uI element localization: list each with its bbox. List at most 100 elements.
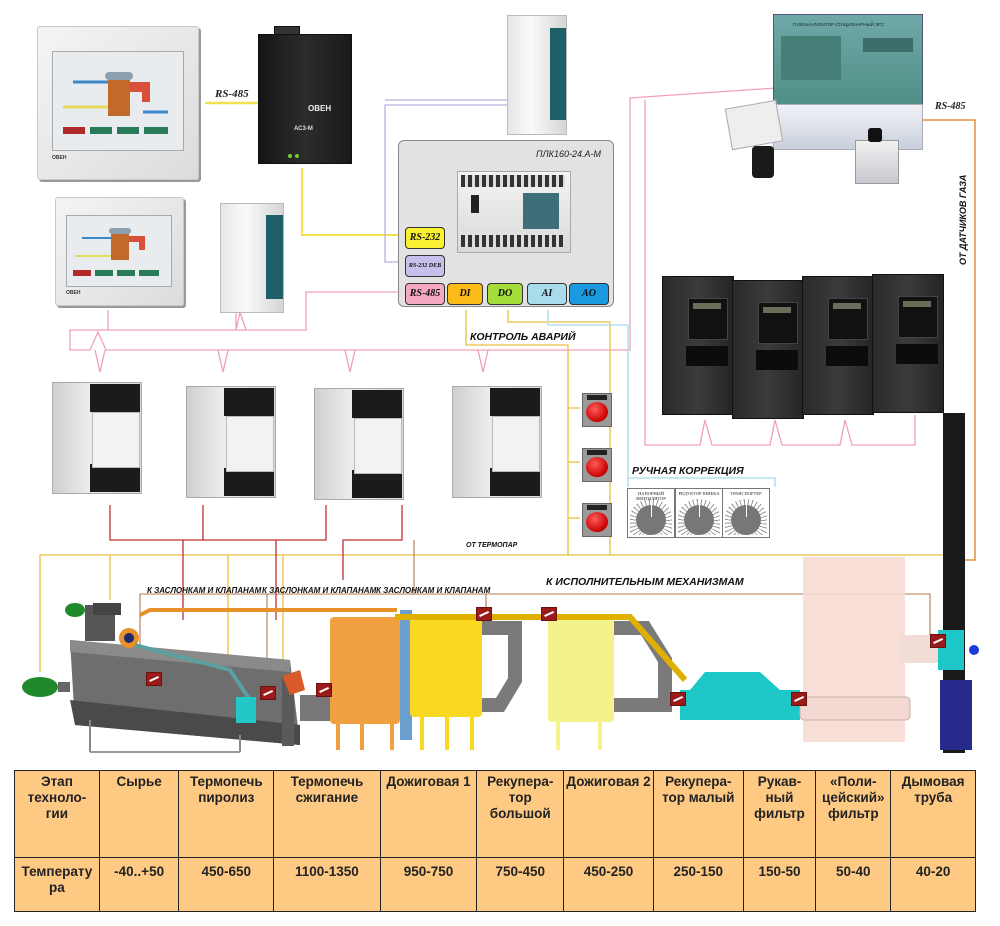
table-row: Температу ра -40..+50 450-650 1100-1350 … [14,857,976,912]
port-ao: AO [569,283,609,305]
port-rs232: RS-232 [405,227,445,249]
knob-fan-label: НАПОРНЫЙ ВЕНТИЛЯТОР [636,491,666,501]
valve-icon[interactable] [670,692,686,706]
frequency-drive-3 [802,268,874,415]
valve-icon[interactable] [791,692,807,706]
table-cell: 250-150 [652,857,744,912]
manual-correction-label: РУЧНАЯ КОРРЕКЦИЯ [632,465,744,477]
rs485-label-right: RS-485 [935,101,966,112]
table-header-cell: Рекупера-тор малый [652,770,744,858]
frequency-drive-4 [872,266,944,413]
dampers-label-3: К ЗАСЛОНКАМ И КЛАПАНАМ [376,586,491,595]
table-cell: 150-50 [742,857,817,912]
port-di: DI [447,283,483,305]
io-module-2 [186,376,276,498]
valve-icon[interactable] [260,686,276,700]
afterburner-yellow [410,617,482,717]
rs485-label-top: RS-485 [215,88,249,100]
knob-conveyor-label: ТРАНСПОРТЕР [730,491,762,496]
knob-screw-label: РЕДУКТОР ШНЕКА [678,491,720,496]
fan-icon [119,628,139,648]
table-header-cell: «Поли-цейский» фильтр [815,770,892,858]
motor-icon [22,677,58,697]
dampers-label-1: К ЗАСЛОНКАМ И КЛАПАНАМ [147,586,262,595]
valve-icon[interactable] [541,607,557,621]
valve-icon[interactable] [930,634,946,648]
plc-model-label: ПЛК160-24.А-М [535,149,601,159]
table-cell: Температу ра [14,857,100,912]
table-cell: 450-650 [178,857,275,912]
table-header-cell: Дожиговая 1 [379,770,478,858]
table-cell: -40..+50 [98,857,180,912]
afterburner-2 [548,617,614,722]
gas-sensors-label: ОТ ДАТЧИКОВ ГАЗА [958,174,968,265]
converter-model: АС3-М [294,126,313,132]
afterburner-1 [330,617,400,724]
table-header-cell: Рекупера-тор большой [476,770,565,858]
valve-icon[interactable] [316,683,332,697]
alarm-control-label: КОНТРОЛЬ АВАРИЙ [470,331,576,343]
table-cell: 50-40 [815,857,892,912]
io-module-1 [52,372,142,494]
bag-filter [803,557,905,742]
valve-icon[interactable] [146,672,162,686]
gas-analyzer-title: ГАЗОАНАЛИЗАТОР СТАЦИОНАРНЫЙ ЭГС [793,22,884,27]
table-header-cell: Термопечь пиролиз [178,770,275,858]
table-header-cell: Дымовая труба [890,770,976,858]
table-cell: 750-450 [476,857,565,912]
chimney [943,413,965,753]
table-header-cell: Этап техноло-гии [14,770,100,858]
knob-conveyor[interactable]: ТРАНСПОРТЕР [722,488,770,538]
relay-lines [109,505,403,620]
emergency-stop-button-2[interactable] [582,448,612,482]
table-cell: 1100-1350 [273,857,381,912]
converter-brand: ОВЕН [308,104,332,113]
frequency-drive-1 [662,268,734,415]
frequency-drive-2 [732,272,804,419]
gas-sensor-1 [724,99,784,151]
ac3m-converter: ОВЕН АС3-М [258,26,354,168]
gas-analyzer: ГАЗОАНАЛИЗАТОР СТАЦИОНАРНЫЙ ЭГС [773,14,923,150]
io-module-4 [452,376,542,498]
temperature-table: Этап техноло-гии Сырье Термопечь пиролиз… [14,770,976,912]
table-header-row: Этап техноло-гии Сырье Термопечь пиролиз… [14,770,976,858]
port-do: DO [487,283,523,305]
emergency-stop-button-1[interactable] [582,393,612,427]
pyrolysis-furnace [70,603,300,753]
rs232-link [301,168,403,236]
interface-module-middle [220,203,284,313]
hmi-panel-large: ОВЕН [37,26,199,180]
valve-icon[interactable] [476,607,492,621]
emergency-stop-button-3[interactable] [582,503,612,537]
table-header-cell: Рукав-ный фильтр [742,770,817,858]
gas-sensor-2 [855,140,899,184]
interface-module-top [507,15,567,135]
port-rs232-deb: RS-232 DEB [405,255,445,277]
table-cell: 40-20 [890,857,976,912]
actuator-lines [139,540,931,690]
plc-device-icon [457,163,571,263]
hmi-screen [52,51,184,151]
process-mimic-icon [63,72,168,134]
port-ai: AI [527,283,567,305]
small-recuperator [680,690,800,720]
thermocouples-label: ОТ ТЕРМОПАР [466,542,518,549]
dampers-label-2: К ЗАСЛОНКАМ И КЛАПАНАМ [262,586,377,595]
hmi-brand-small: ОВЕН [66,290,81,296]
hmi-screen-small [66,215,172,287]
table-header-cell: Термопечь сжигание [273,770,381,858]
knob-fan[interactable]: НАПОРНЫЙ ВЕНТИЛЯТОР [627,488,675,538]
cyan-drive [236,697,256,723]
table-header-cell: Дожиговая 2 [563,770,654,858]
table-cell: 950-750 [379,857,478,912]
hmi-panel-small: ОВЕН [55,197,184,306]
gas-sensor-1-head [752,146,774,178]
hmi-brand: ОВЕН [52,155,67,161]
table-cell: 450-250 [563,857,654,912]
motor-icon [65,603,85,617]
process-mimic-icon [73,228,159,276]
port-rs485: RS-485 [405,283,445,305]
table-header-cell: Сырье [98,770,180,858]
plc-panel: ПЛК160-24.А-М RS-232 RS-232 DEB RS-485 D… [398,140,614,307]
knob-screw-gear[interactable]: РЕДУКТОР ШНЕКА [675,488,723,538]
